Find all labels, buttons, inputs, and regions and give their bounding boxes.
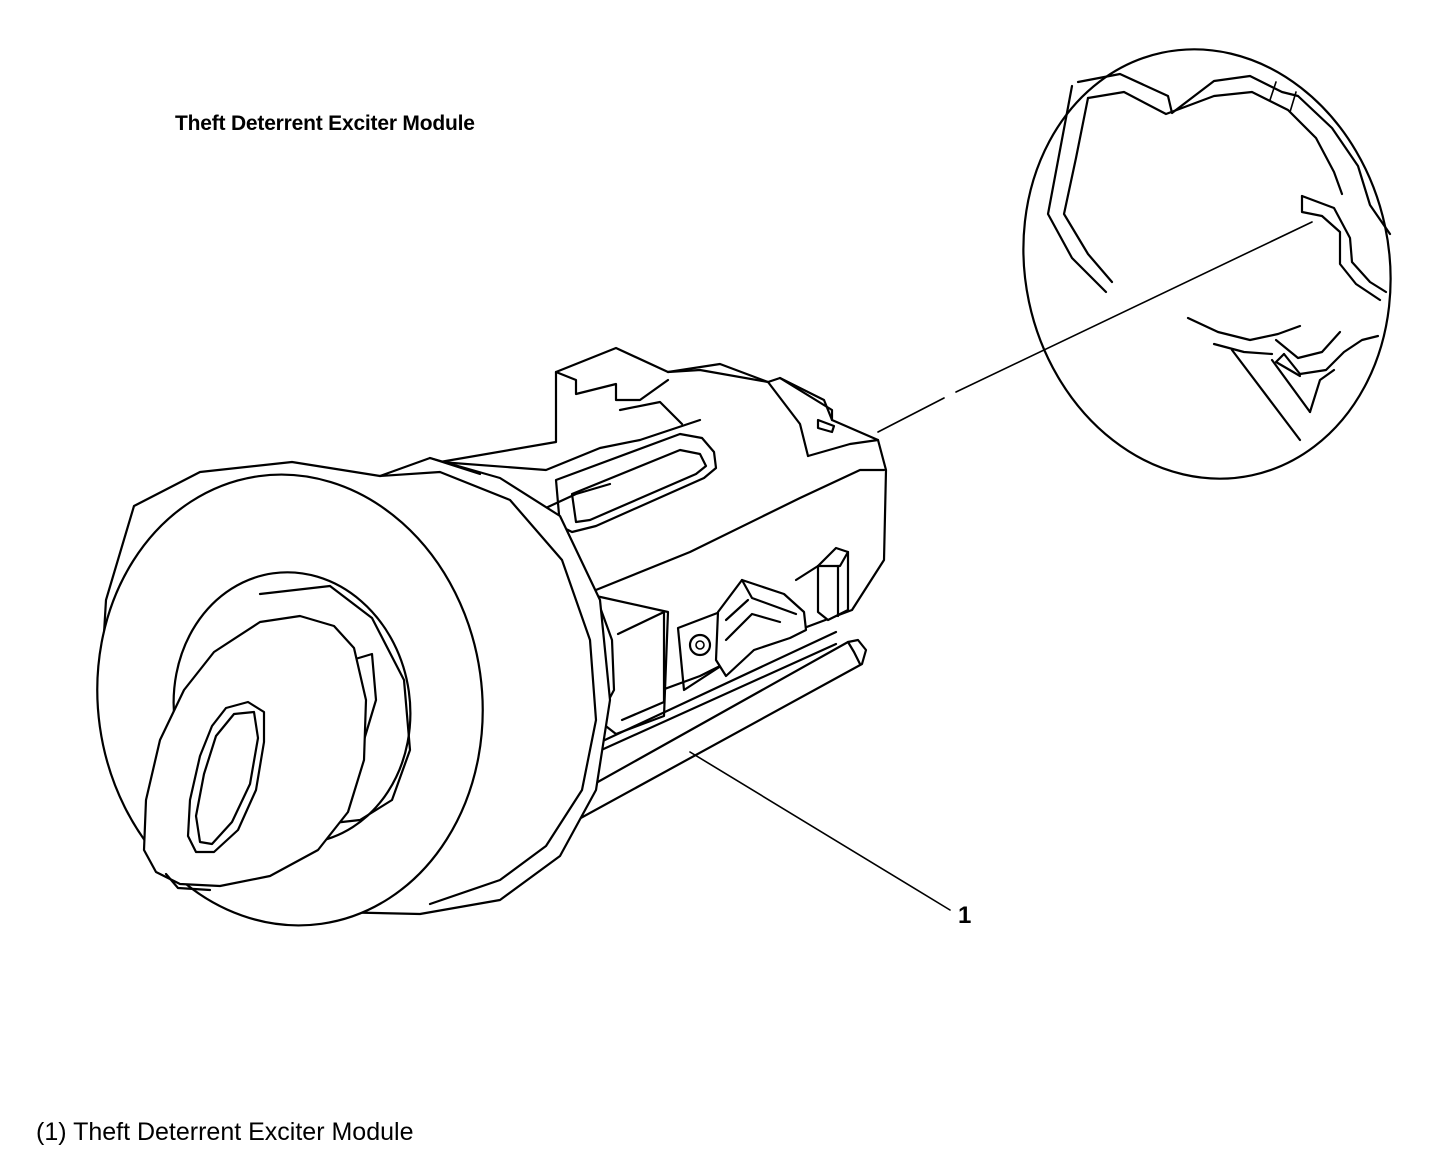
figure-title: Theft Deterrent Exciter Module (175, 112, 475, 135)
callout-number-1: 1 (958, 902, 972, 929)
detail-leader-line (877, 221, 1313, 433)
legend-item-1: (1) Theft Deterrent Exciter Module (36, 1118, 413, 1147)
legend-number: (1) (36, 1118, 67, 1146)
callout-leader-1 (689, 751, 951, 911)
key (142, 614, 378, 892)
legend-label: Theft Deterrent Exciter Module (73, 1118, 414, 1146)
detail-view-circle (1022, 48, 1392, 480)
